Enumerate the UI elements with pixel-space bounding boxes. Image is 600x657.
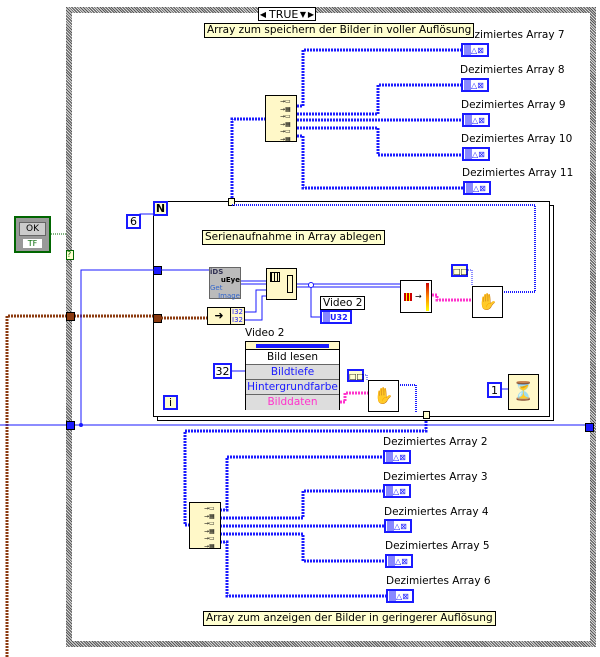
cluster-tunnel-left [66,312,75,321]
array-tunnel-top [228,198,235,206]
array-indicator-2[interactable]: △⊠ [383,450,411,464]
indicator-label: Dezimiertes Array 6 [386,575,491,587]
comment-bottom: Array zum anzeigen der Bilder in geringe… [203,611,496,626]
indicator-label: Dezimiertes Array 7 [460,29,565,41]
property-row[interactable]: Bilddaten [246,395,339,410]
arrow-icon: ➜ [214,309,224,322]
grid-icon [270,272,280,282]
session-tunnel-left [66,421,75,430]
array-indicator-7[interactable]: △⊠ [461,43,489,57]
video-indicator[interactable]: U32 [320,310,352,324]
array-tunnel-bottom [423,411,430,419]
comment-top: Array zum speichern der Bilder in voller… [204,23,475,38]
ueye-get-image-vi[interactable]: iDS uEye Get Image [209,267,241,300]
decimate-array-top[interactable]: →▭→▦→▭→▦→▭→▦ [265,95,297,143]
property-row[interactable]: Hintergrundfarbe [246,380,339,395]
case-selector-value: TRUE [269,7,299,21]
case-selector[interactable]: ◀ TRUE ▼ ▶ [258,7,316,21]
property-row[interactable]: Bild lesen [246,350,339,365]
image-to-array-node[interactable] [266,268,297,300]
loop-count-constant[interactable]: 6 [126,214,141,229]
ok-button-label: OK [19,222,46,236]
session-tunnel-right [585,423,594,432]
depth-constant[interactable]: 32 [213,363,232,379]
increment-arrow-icon[interactable]: ▶ [307,9,315,19]
decrement-arrow-icon[interactable]: ◀ [259,9,267,19]
dropdown-icon[interactable]: ▼ [299,9,307,19]
array-indicator-4[interactable]: △⊠ [384,519,412,533]
array-indicator-9[interactable]: △⊠ [462,113,490,127]
color-table-icon [404,293,412,301]
hand-picture-icon: ✋ [477,292,498,311]
indicator-label: Dezimiertes Array 11 [462,167,574,179]
session-wire [0,269,585,426]
property-node-label: Video 2 [245,327,285,339]
picture-constant-1[interactable]: □□ [451,264,468,277]
ok-button-terminal[interactable]: OK TF [14,216,51,253]
color-ramp-icon [426,283,429,311]
indicator-label: Dezimiertes Array 4 [384,506,489,518]
indicator-label: Dezimiertes Array 10 [461,133,573,145]
indicator-label: Dezimiertes Array 5 [385,540,490,552]
comment-loop: Serienaufnahme in Array ablegen [202,230,385,245]
indicator-label: Dezimiertes Array 3 [383,471,488,483]
image-colorize-vi[interactable]: → [400,280,432,313]
draw-picture-vi-2[interactable]: ✋ [368,380,399,412]
arrow-icon: → [415,292,422,301]
iteration-terminal: i [163,395,178,410]
array-indicator-3[interactable]: △⊠ [383,484,411,498]
picture-constant-2[interactable]: □□ [347,369,364,382]
case-selector-terminal: ? [66,250,74,260]
array-indicator-10[interactable]: △⊠ [462,147,490,161]
array-indicator-11[interactable]: △⊠ [463,181,491,195]
array-indicator-5[interactable]: △⊠ [385,554,413,568]
draw-picture-vi-1[interactable]: ✋ [472,286,503,318]
indicator-label: Dezimiertes Array 9 [461,99,566,111]
video-indicator-label: Video 2 [320,296,366,310]
indicator-label: Dezimiertes Array 2 [383,436,488,448]
boolean-type-tag: TF [23,239,42,248]
property-row[interactable]: Bildtiefe [246,365,339,380]
metronome-icon: ⏳ [512,381,535,402]
wait-constant[interactable]: 1 [487,382,502,398]
loop-count-terminal: N [153,201,168,216]
unbundle-node[interactable]: ➜ I32 I32 [207,307,245,325]
array-icon [287,275,293,293]
array-indicator-8[interactable]: △⊠ [461,78,489,92]
hand-picture-icon: ✋ [373,386,394,405]
property-node[interactable]: Bild lesen Bildtiefe Hintergrundfarbe Bi… [245,341,340,410]
array-indicator-6[interactable]: △⊠ [386,589,414,603]
decimate-array-bottom[interactable]: →▭→▦→▭→▦→▭→▦ [189,502,221,550]
indicator-label: Dezimiertes Array 8 [460,64,565,76]
wait-ms-vi[interactable]: ⏳ [508,374,539,410]
